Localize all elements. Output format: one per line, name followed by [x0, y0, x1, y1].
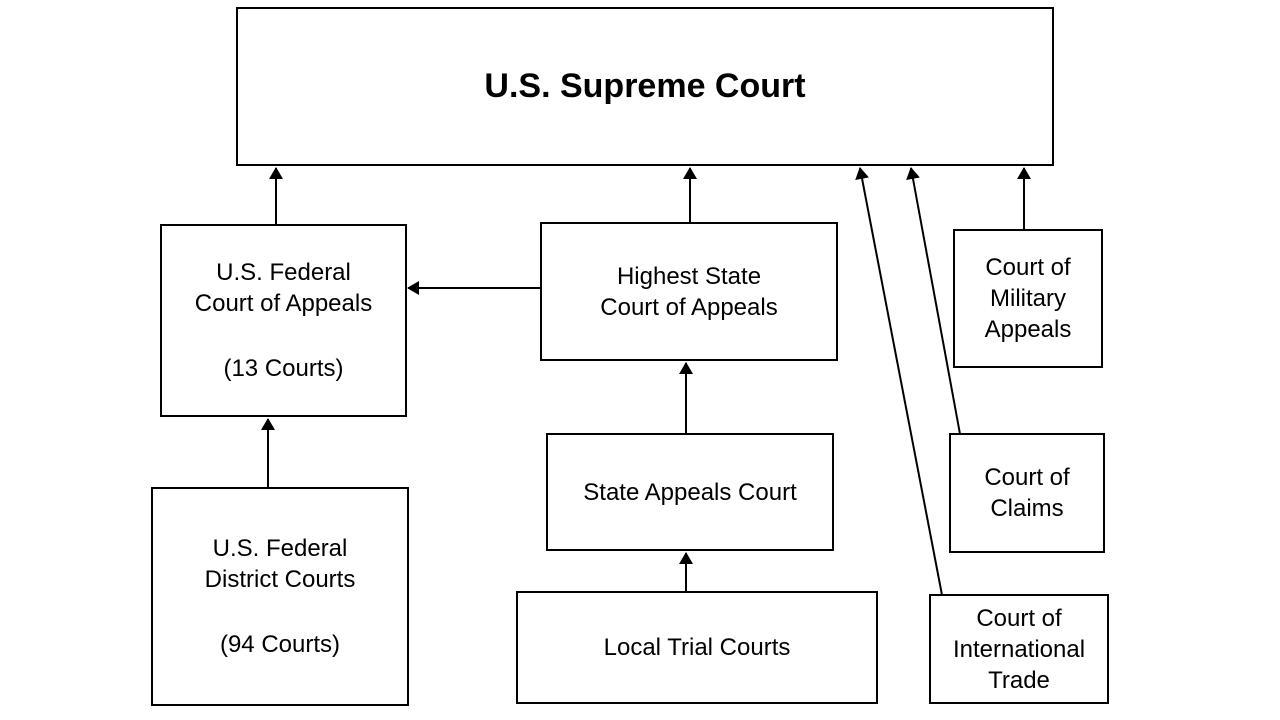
- node-label: Court of: [976, 604, 1062, 632]
- node-label: Military: [990, 285, 1066, 312]
- node-federal-court-of-appeals: U.S. Federal Court of Appeals (13 Courts…: [160, 224, 407, 417]
- node-label: District Courts: [204, 566, 356, 593]
- node-label: Claims: [990, 495, 1064, 522]
- node-highest-state-court-of-appeals: Highest State Court of Appeals: [540, 222, 838, 361]
- node-label: Court of: [985, 254, 1071, 281]
- node-label: International: [952, 635, 1086, 663]
- node-label: Highest State: [616, 262, 762, 290]
- node-label: Trade: [988, 666, 1050, 694]
- node-court-of-claims: Court of Claims: [949, 433, 1105, 553]
- node-label: State Appeals Court: [583, 478, 797, 506]
- node-label: Local Trial Courts: [603, 634, 791, 661]
- node-label: Court of: [984, 464, 1070, 491]
- node-local-trial-courts: Local Trial Courts: [516, 591, 878, 704]
- node-supreme-court: U.S. Supreme Court: [236, 7, 1054, 166]
- node-court-of-international-trade: Court of International Trade: [929, 594, 1109, 704]
- node-label: U.S. Federal: [212, 535, 348, 562]
- node-state-appeals-court: State Appeals Court: [546, 433, 834, 551]
- node-label: U.S. Supreme Court: [484, 67, 806, 105]
- node-court-count: (94 Courts): [219, 631, 341, 658]
- node-label: Court of Appeals: [600, 293, 778, 321]
- arrow-claims-to-supreme: [906, 167, 961, 435]
- node-label: U.S. Federal: [216, 259, 351, 286]
- node-federal-district-courts: U.S. Federal District Courts (94 Courts): [151, 487, 409, 706]
- node-court-count: (13 Courts): [223, 355, 344, 382]
- arrow-intl-trade-to-supreme: [855, 167, 943, 596]
- node-court-of-military-appeals: Court of Military Appeals: [953, 229, 1103, 368]
- node-label: Appeals: [984, 316, 1072, 343]
- node-label: Court of Appeals: [194, 290, 373, 317]
